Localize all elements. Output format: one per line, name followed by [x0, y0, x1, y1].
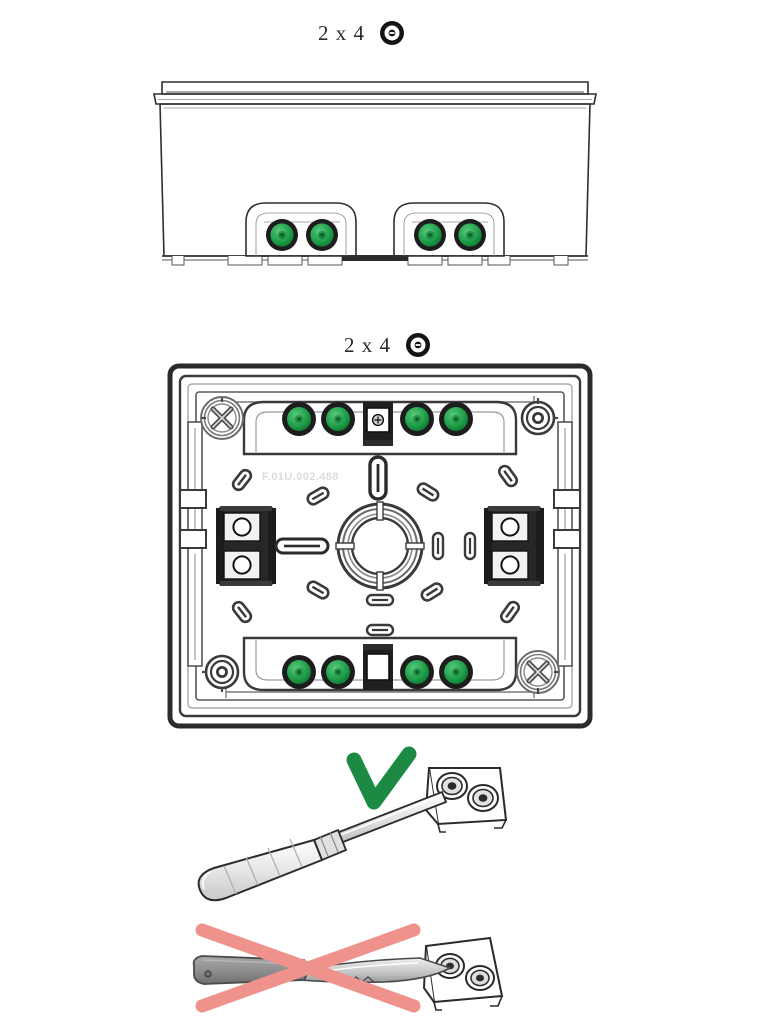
cable-tie-slots [229, 455, 523, 637]
middle-quantity-text: 2 x 4 [344, 332, 391, 357]
correct-tool-figure [188, 746, 528, 902]
part-number-text: F.01U.002.488 [262, 471, 339, 483]
center-knockout [335, 501, 425, 591]
screwdriver-icon [197, 790, 448, 902]
terminal-pair-left [266, 219, 338, 251]
terminal-pair-right [414, 219, 486, 251]
terminal-block-left [215, 505, 277, 587]
cross-mark-icon [195, 923, 421, 1013]
incorrect-tool-figure [188, 908, 528, 1020]
screw-head-icon-2 [406, 333, 430, 357]
terminal-block-right [483, 505, 545, 587]
top-quantity-label: 2 x 4 [318, 20, 405, 46]
backplate-bottom-terminals [282, 655, 473, 689]
knockout-bottom-left [204, 654, 240, 690]
top-center-connector [363, 402, 393, 446]
screw-head-icon [380, 21, 404, 45]
terminal-bracket-2 [422, 936, 504, 1011]
backplate-top-terminals [282, 402, 473, 436]
backplate-top-view: F.01U.002.488 [166, 362, 594, 730]
bottom-center-connector [363, 644, 393, 690]
check-mark-icon [346, 746, 417, 810]
top-quantity-text: 2 x 4 [318, 20, 365, 45]
device-front-view [150, 72, 600, 277]
knockout-top-right [520, 400, 556, 436]
middle-quantity-label: 2 x 4 [344, 332, 431, 358]
knockout-bottom-right [517, 651, 559, 693]
knockout-top-left [201, 397, 243, 439]
